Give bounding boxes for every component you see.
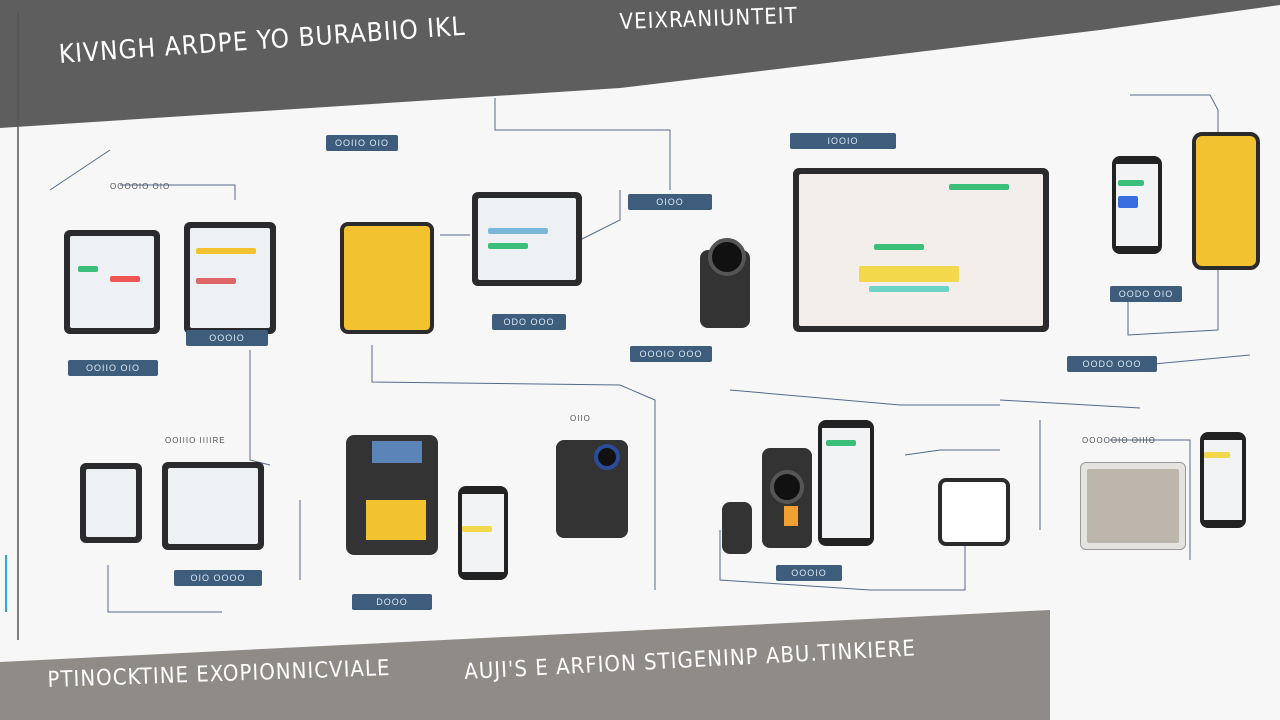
camera-device	[700, 238, 750, 328]
tablet-device	[184, 222, 276, 334]
speaker-device	[722, 502, 752, 554]
label-pill: OOIIO OIO	[68, 360, 158, 376]
bodycam-device	[762, 448, 812, 548]
small-caption: OOOOOIO OIIIO	[1082, 436, 1156, 445]
label-pill: OOIIO OIO	[326, 135, 398, 151]
mount-device	[938, 478, 1010, 546]
label-pill: DOOO	[352, 594, 432, 610]
phone-device	[1112, 156, 1162, 254]
terminal-device	[346, 435, 438, 555]
phone-device	[458, 486, 508, 580]
phone-device	[1200, 432, 1246, 528]
small-caption: OOIIIO IIIIRE	[165, 436, 226, 445]
label-pill: OOOIO	[776, 565, 842, 581]
tablet-device	[80, 463, 142, 543]
tablet-device	[64, 230, 160, 334]
monitor-device	[472, 192, 582, 286]
yellow-device	[340, 222, 434, 334]
small-caption: OIIO	[570, 414, 591, 423]
large-display	[793, 168, 1049, 332]
label-pill: IOOIO	[790, 133, 896, 149]
phone-device	[818, 420, 874, 546]
yellow-scanner	[1192, 132, 1260, 270]
label-pill: ODO OOO	[492, 314, 566, 330]
label-pill: OODO OIO	[1110, 286, 1182, 302]
header-band	[0, 0, 1280, 128]
printer-device	[1080, 462, 1186, 550]
label-pill: OODO OOO	[1067, 356, 1157, 372]
camera-device	[556, 440, 628, 538]
label-pill: OOOIO	[186, 330, 268, 346]
label-pill: OOOIO OOO	[630, 346, 712, 362]
footer-band	[0, 610, 1050, 720]
label-pill: OIO OOOO	[174, 570, 262, 586]
small-caption: OOOOIO OIO	[110, 182, 171, 191]
label-pill: OIOO	[628, 194, 712, 210]
tablet-device	[162, 462, 264, 550]
